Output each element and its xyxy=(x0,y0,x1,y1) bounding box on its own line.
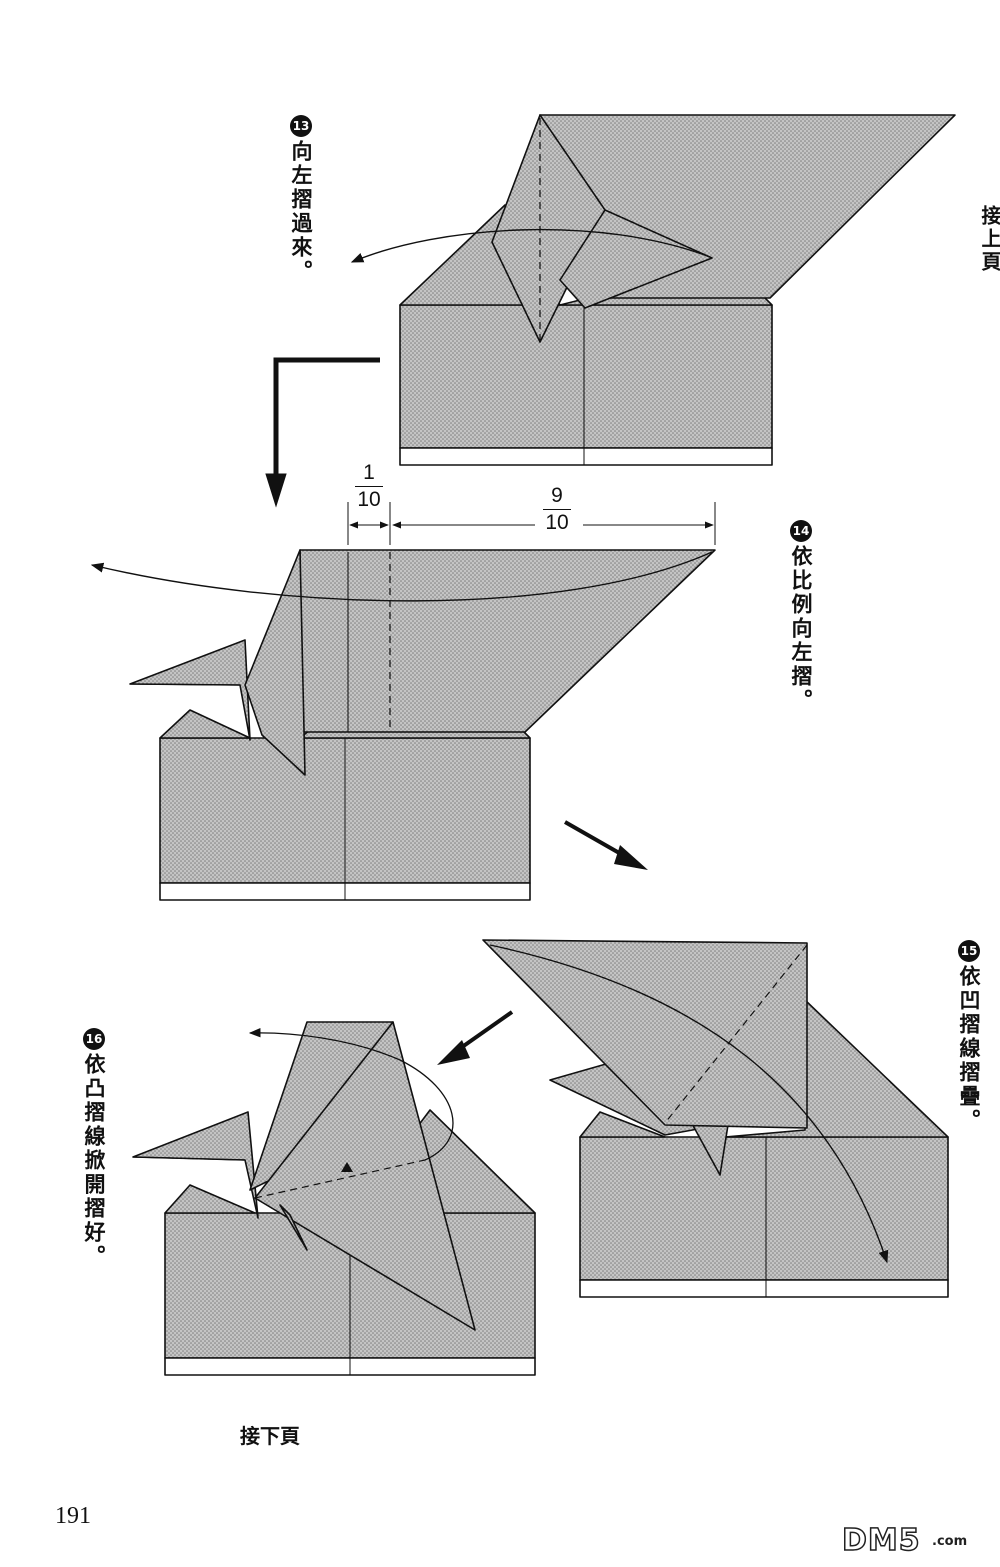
page-number: 191 xyxy=(55,1503,91,1529)
ratio-right-denominator: 10 xyxy=(545,511,569,534)
step-15-box-band xyxy=(579,1279,949,1298)
step-16-open-arrow xyxy=(248,1028,454,1161)
step-14-top-flap xyxy=(299,549,716,733)
step-15-top-flap xyxy=(482,939,808,1129)
step-14-number: 14 xyxy=(790,520,812,542)
step-16-diagram xyxy=(132,1021,536,1376)
step-15-box-body xyxy=(579,1136,949,1281)
watermark-logo: DM5 xyxy=(841,1522,921,1559)
step-14-fold-arrow xyxy=(90,551,713,602)
step-13-diagram xyxy=(350,114,956,466)
step-13-kite-point xyxy=(491,114,606,343)
watermark-suffix: .com xyxy=(932,1534,968,1549)
step-flow-arrow-left xyxy=(437,1010,514,1065)
step-13-number: 13 xyxy=(290,115,312,137)
step-13-fold-arrow xyxy=(350,228,711,263)
step-15-instruction: 依凹摺線摺疊。 xyxy=(957,965,981,1133)
continued-from-label: 接上頁 xyxy=(978,205,1000,274)
step-15-number: 15 xyxy=(958,940,980,962)
step-16-roof-left xyxy=(164,1184,256,1214)
ratio-right-numerator: 9 xyxy=(551,484,563,507)
step-13-instruction: 向左摺過來。 xyxy=(289,140,313,284)
ratio-left-fraction: 1 10 xyxy=(355,461,383,512)
ratio-right-fraction: 9 10 xyxy=(543,484,571,535)
step-14-diagram xyxy=(90,502,716,901)
continued-to-label: 接下頁 xyxy=(240,1424,300,1448)
step-14-instruction: 依比例向左摺。 xyxy=(789,545,813,713)
step-flow-arrow-right xyxy=(564,820,648,870)
step-flow-arrow-down xyxy=(265,357,380,508)
step-16-instruction: 依凸摺線掀開摺好。 xyxy=(82,1053,106,1269)
ratio-left-numerator: 1 xyxy=(363,461,375,484)
ratio-left-denominator: 10 xyxy=(357,488,381,511)
step-16-large-triangle xyxy=(254,1021,476,1331)
step-16-inner-point xyxy=(279,1204,308,1251)
step-15-fold-arrow xyxy=(489,944,889,1264)
step-14-vertical-flap xyxy=(244,549,306,776)
step-13-side-flap xyxy=(559,209,713,309)
step-14-roof-left xyxy=(159,709,251,739)
step-16-number: 16 xyxy=(83,1028,105,1050)
step-15-diagram xyxy=(482,939,949,1298)
step-13-box-band xyxy=(399,447,773,466)
step-15-roof-left xyxy=(579,1111,666,1138)
step-13-box-body xyxy=(399,304,773,449)
